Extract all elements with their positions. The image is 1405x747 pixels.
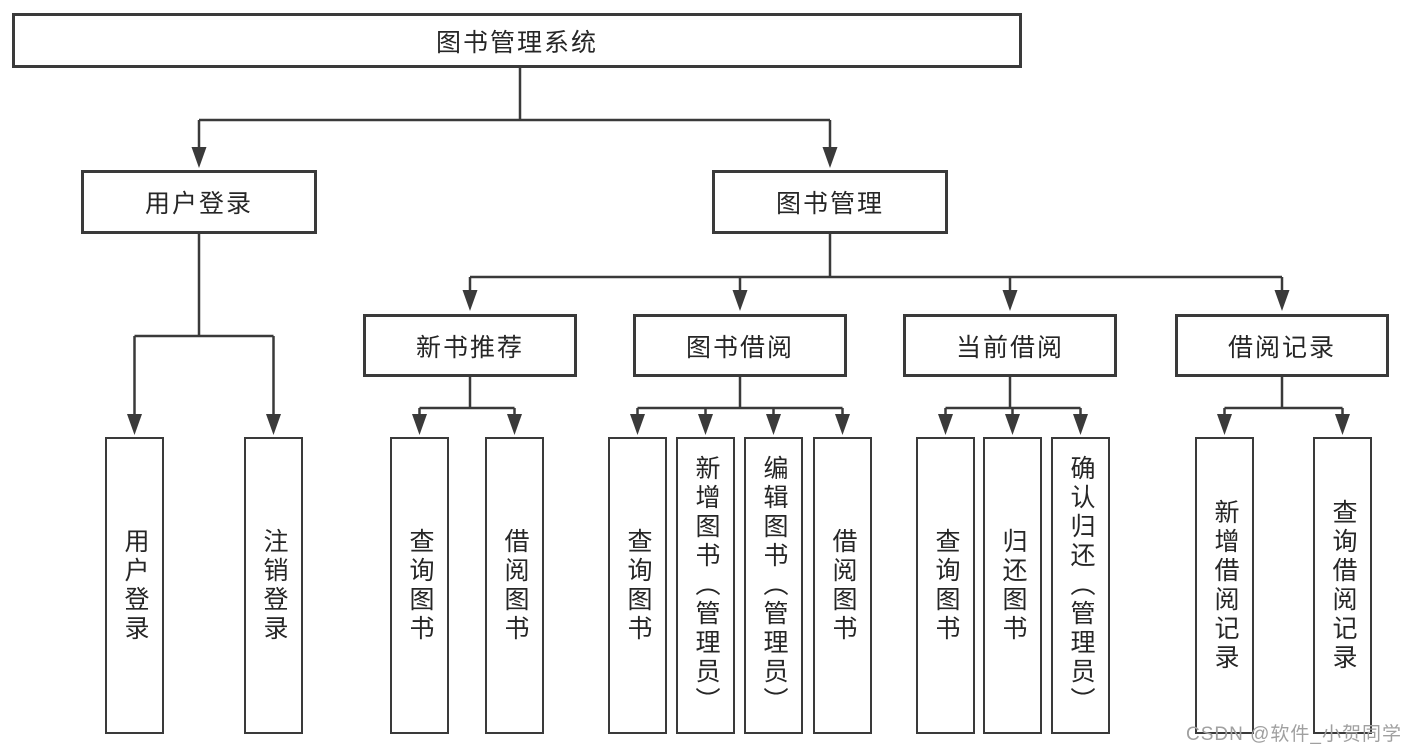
leaf-query-books-current-label: 查询图书 xyxy=(932,527,960,644)
arrow-icon xyxy=(732,290,748,311)
leaf-query-books-recommend: 查询图书 xyxy=(390,437,449,734)
node-current-borrow: 当前借阅 xyxy=(903,314,1117,377)
connector-newbook-to-leaves xyxy=(418,377,516,417)
watermark: CSDN @软件_小贺同学 xyxy=(1186,724,1402,745)
arrow-icon xyxy=(1217,414,1232,435)
leaf-query-books-recommend-label: 查询图书 xyxy=(406,527,434,644)
leaf-add-borrow-record: 新增借阅记录 xyxy=(1195,437,1254,734)
arrow-icon xyxy=(1005,414,1020,435)
node-book-borrow-label: 图书借阅 xyxy=(685,333,794,362)
leaf-logout: 注销登录 xyxy=(244,437,303,734)
leaf-add-borrow-record-label: 新增借阅记录 xyxy=(1211,498,1239,673)
arrow-icon xyxy=(1073,414,1088,435)
node-borrow-records: 借阅记录 xyxy=(1175,314,1389,377)
connector-root-to-l2 xyxy=(197,68,832,150)
arrow-icon xyxy=(1002,290,1018,311)
leaf-edit-books-admin: 编辑图书（管理员） xyxy=(744,437,803,734)
leaf-query-borrow-record-label: 查询借阅记录 xyxy=(1329,498,1357,673)
leaf-borrow-books-label: 借阅图书 xyxy=(829,527,857,644)
arrow-icon xyxy=(835,414,850,435)
node-book-management: 图书管理 xyxy=(712,170,948,234)
node-user-login: 用户登录 xyxy=(81,170,317,234)
leaf-query-books-borrow-label: 查询图书 xyxy=(624,527,652,644)
leaf-confirm-return-admin-label: 确认归还（管理员） xyxy=(1067,455,1095,716)
arrow-icon xyxy=(822,147,838,168)
leaf-return-books-label: 归还图书 xyxy=(999,527,1027,644)
arrow-icon xyxy=(127,414,142,435)
leaf-user-login: 用户登录 xyxy=(105,437,164,734)
leaf-edit-books-admin-label: 编辑图书（管理员） xyxy=(760,455,788,716)
node-root: 图书管理系统 xyxy=(12,13,1022,68)
connector-userlogin-to-leaves xyxy=(133,234,275,417)
node-book-borrow: 图书借阅 xyxy=(633,314,847,377)
arrow-icon xyxy=(507,414,522,435)
node-user-login-label: 用户登录 xyxy=(144,190,253,218)
leaf-confirm-return-admin: 确认归还（管理员） xyxy=(1051,437,1110,734)
leaf-query-books-borrow: 查询图书 xyxy=(608,437,667,734)
arrow-icon xyxy=(412,414,427,435)
connector-trunks xyxy=(133,68,1344,417)
arrow-icon xyxy=(766,414,781,435)
arrow-icon xyxy=(630,414,645,435)
arrow-icon xyxy=(1335,414,1350,435)
connector-bookborrow-to-leaves xyxy=(636,377,844,417)
leaf-borrow-books-recommend: 借阅图书 xyxy=(485,437,544,734)
leaf-borrow-books: 借阅图书 xyxy=(813,437,872,734)
leaf-borrow-books-recommend-label: 借阅图书 xyxy=(501,527,529,644)
arrow-icon xyxy=(1274,290,1290,311)
leaf-add-books-admin-label: 新增图书（管理员） xyxy=(692,455,720,716)
node-new-book-recommend: 新书推荐 xyxy=(363,314,577,377)
arrowheads xyxy=(127,147,1350,435)
node-book-management-label: 图书管理 xyxy=(775,190,884,218)
connector-records-to-leaves xyxy=(1223,377,1344,417)
leaf-add-books-admin: 新增图书（管理员） xyxy=(676,437,735,734)
leaf-logout-label: 注销登录 xyxy=(260,527,288,644)
node-borrow-records-label: 借阅记录 xyxy=(1227,333,1336,362)
node-current-borrow-label: 当前借阅 xyxy=(955,333,1064,362)
arrow-icon xyxy=(191,147,207,168)
connector-currentborrow-to-leaves xyxy=(944,377,1082,417)
arrow-icon xyxy=(462,290,478,311)
connector-bookmgmt-to-l3 xyxy=(468,234,1284,293)
leaf-query-books-current: 查询图书 xyxy=(916,437,975,734)
node-root-label: 图书管理系统 xyxy=(435,28,598,57)
leaf-user-login-label: 用户登录 xyxy=(121,527,149,644)
arrow-icon xyxy=(938,414,953,435)
node-new-book-recommend-label: 新书推荐 xyxy=(415,333,524,362)
leaf-return-books: 归还图书 xyxy=(983,437,1042,734)
arrow-icon xyxy=(698,414,713,435)
arrow-icon xyxy=(266,414,281,435)
leaf-query-borrow-record: 查询借阅记录 xyxy=(1313,437,1372,734)
